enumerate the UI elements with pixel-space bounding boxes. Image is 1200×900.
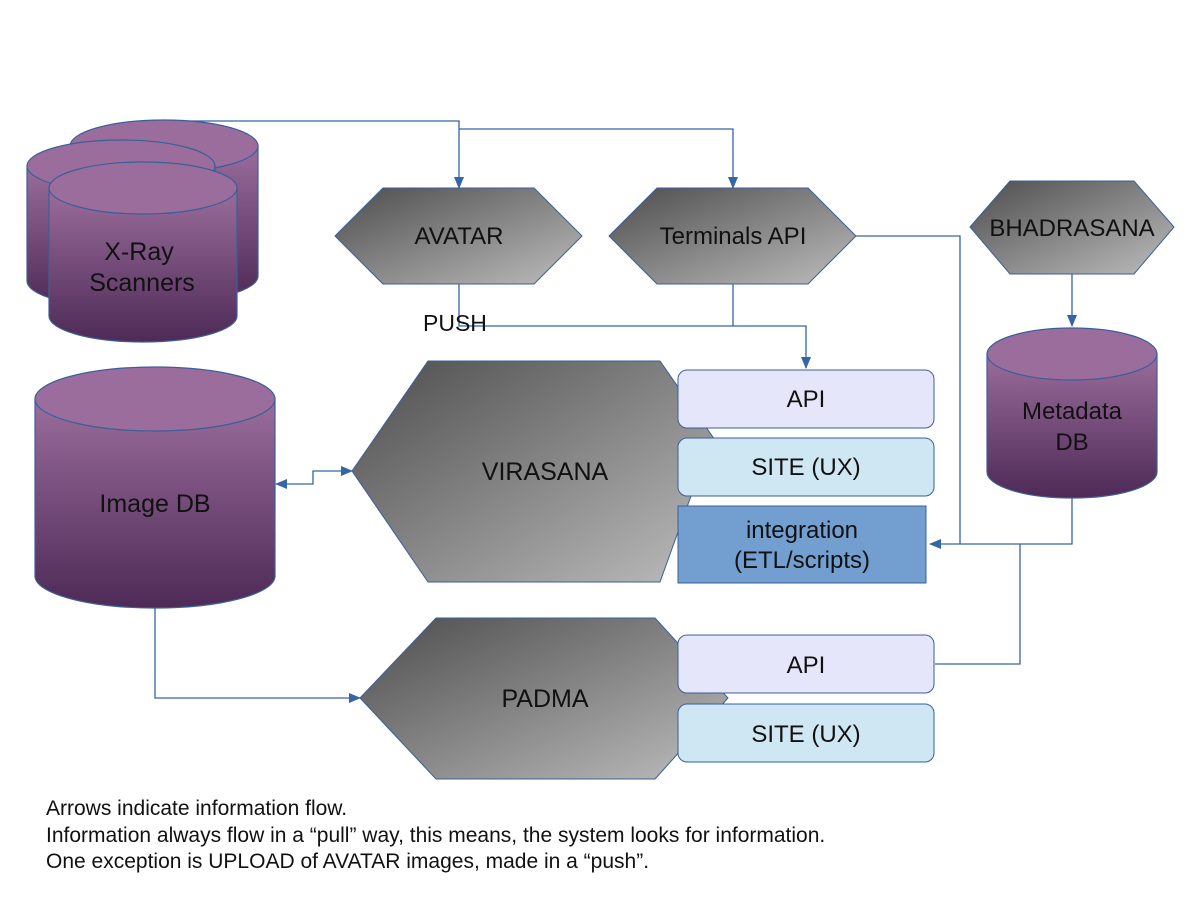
padma-label: PADMA — [501, 685, 588, 713]
padma-node — [359, 617, 729, 780]
edge-terminals-integration — [856, 235, 961, 549]
edge-avatar-virasana-api — [458, 284, 811, 369]
virasana-integration-line1: integration — [746, 517, 858, 544]
avatar-node — [334, 187, 583, 285]
metadata-db-node — [986, 327, 1158, 499]
virasana-label: VIRASANA — [482, 458, 609, 486]
image-db-node — [34, 366, 276, 609]
metadata-label-line2: DB — [1055, 429, 1088, 456]
padma-site-label: SITE (UX) — [751, 721, 860, 748]
note-line-2: Information always flow in a “pull” way,… — [46, 823, 826, 847]
padma-site-box[interactable] — [677, 703, 935, 763]
terminals-api-node — [608, 187, 857, 285]
bhadrasana-label: BHADRASANA — [989, 215, 1154, 242]
image-db-label: Image DB — [99, 490, 210, 518]
bhadrasana-node — [969, 180, 1175, 275]
xray-scanners-node — [26, 119, 259, 343]
legend-notes: Arrows indicate information flow. Inform… — [46, 796, 825, 876]
edge-imagedb-virasana — [275, 466, 353, 489]
edge-metadata-integration — [960, 498, 1073, 545]
virasana-integration-line2: (ETL/scripts) — [734, 547, 870, 574]
virasana-api-label: API — [787, 386, 826, 413]
edge-xray-terminals — [459, 128, 738, 189]
padma-api-label: API — [787, 652, 826, 679]
edge-imagedb-padma — [154, 608, 361, 703]
virasana-api-box[interactable] — [677, 369, 935, 429]
virasana-site-label: SITE (UX) — [751, 454, 860, 481]
avatar-label: AVATAR — [415, 223, 504, 250]
padma-api-box[interactable] — [677, 634, 935, 694]
xray-label-line1: X-Ray — [104, 238, 174, 266]
note-line-3: One exception is UPLOAD of AVATAR images… — [46, 850, 650, 873]
terminals-api-label: Terminals API — [660, 223, 807, 250]
metadata-label-line1: Metadata — [1022, 398, 1123, 425]
xray-label-line2: Scanners — [89, 269, 195, 297]
edge-padma-integration — [935, 544, 1021, 665]
virasana-integration-box[interactable] — [677, 505, 927, 584]
note-line-1: Arrows indicate information flow. — [46, 797, 348, 820]
push-label: PUSH — [423, 310, 487, 336]
virasana-site-box[interactable] — [677, 437, 935, 497]
